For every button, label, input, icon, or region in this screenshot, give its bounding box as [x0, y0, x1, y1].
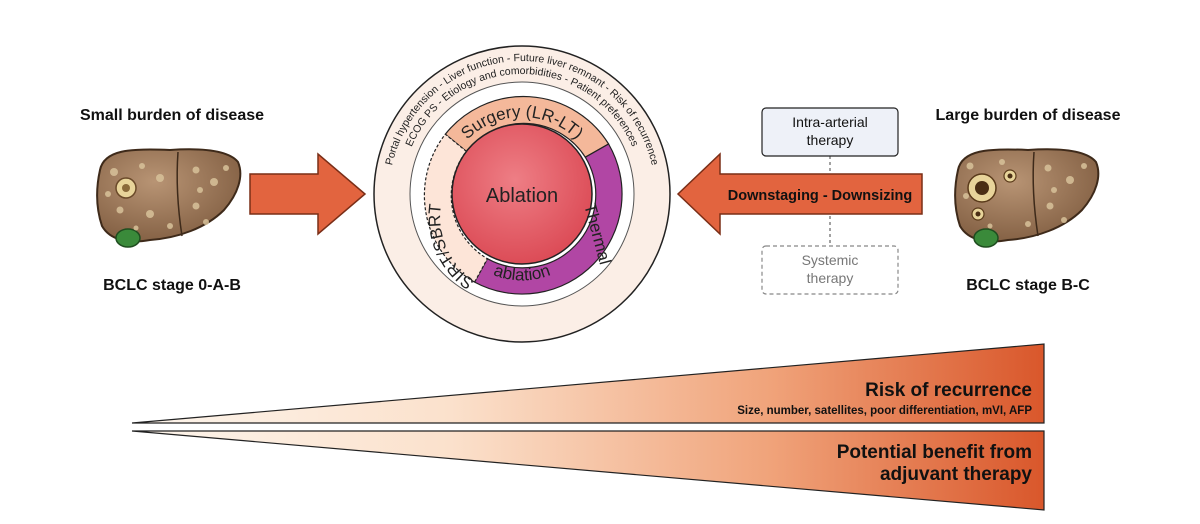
svg-text:Intra-arterial: Intra-arterial [792, 114, 867, 130]
thermal-ablation-segment [473, 143, 623, 295]
left-liver-illustration [96, 148, 242, 248]
intra-arterial-therapy-box: Intra-arterial therapy [761, 107, 899, 157]
ablation-ring-label: ablation [492, 261, 553, 285]
benefit-line-1: Potential benefit from [837, 442, 1032, 463]
right-stage-label: BCLC stage B-C [966, 277, 1090, 294]
right-heading: Large burden of disease [936, 107, 1121, 124]
benefit-wedge [131, 430, 1045, 511]
ablation-core [451, 123, 593, 265]
left-heading: Small burden of disease [80, 107, 264, 124]
benefit-line-2: adjuvant therapy [880, 464, 1032, 485]
sirt-sbrt-segment [423, 133, 489, 283]
left-arrow [249, 152, 367, 236]
treatment-wheel [373, 45, 671, 343]
ablation-core-label: Ablation [486, 185, 558, 207]
right-liver-illustration [954, 148, 1100, 248]
risk-factors: Size, number, satellites, poor different… [737, 405, 1032, 417]
svg-text:therapy: therapy [807, 132, 854, 148]
systemic-therapy-box: Systemic therapy [761, 245, 899, 295]
risk-title: Risk of recurrence [865, 380, 1032, 401]
downstaging-arrow [676, 152, 923, 236]
svg-text:therapy: therapy [807, 270, 854, 286]
svg-text:Systemic: Systemic [802, 252, 859, 268]
left-stage-label: BCLC stage 0-A-B [103, 277, 241, 294]
downstaging-label: Downstaging - Downsizing [728, 188, 912, 204]
risk-wedge [131, 343, 1045, 424]
